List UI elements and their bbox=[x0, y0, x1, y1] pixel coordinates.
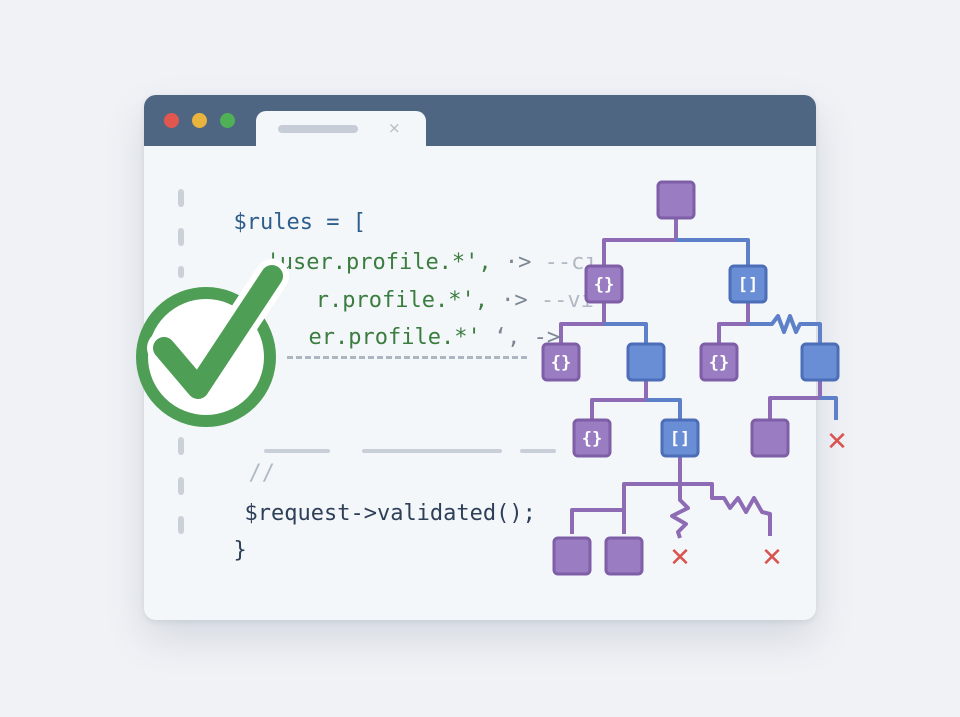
tree-node-array bbox=[728, 264, 768, 304]
code-rule-key: r.profile.*', bbox=[315, 288, 488, 313]
dotted-separator bbox=[287, 356, 527, 359]
tree-edge bbox=[570, 484, 626, 534]
array-node-label: [] bbox=[670, 429, 690, 449]
tree-node-array bbox=[626, 342, 666, 382]
tree-edge bbox=[602, 218, 678, 266]
tree-node-object bbox=[572, 418, 612, 458]
tree-node-leaf bbox=[750, 418, 790, 458]
code-arrow: ·> bbox=[487, 288, 528, 313]
maximize-window-button[interactable] bbox=[220, 113, 235, 128]
gutter-marker bbox=[178, 228, 184, 246]
error-x-icon: ✕ bbox=[761, 543, 783, 573]
tree-edge-broken bbox=[680, 482, 772, 536]
code-line-8: } bbox=[207, 513, 247, 563]
code-line-2: 'user.profile.*', ·> --cı bbox=[240, 225, 598, 275]
editor-tab[interactable]: × bbox=[256, 111, 426, 147]
tree-node-object bbox=[584, 264, 624, 304]
gutter-marker bbox=[178, 266, 184, 278]
tab-title-placeholder bbox=[278, 125, 358, 133]
gutter-marker bbox=[178, 437, 184, 455]
success-check-icon bbox=[136, 259, 289, 427]
code-rule-key: er.profile.*' bbox=[308, 325, 481, 350]
code-closing-brace: } bbox=[233, 538, 247, 563]
code-validated-call: $request->validated(); bbox=[244, 501, 536, 526]
code-line-7: $request->validated(); bbox=[218, 476, 536, 526]
tree-node-array bbox=[800, 342, 840, 382]
array-node-label: [] bbox=[738, 275, 758, 295]
code-rule-key: 'user.profile.*', bbox=[266, 250, 492, 275]
code-comment-marker: // bbox=[248, 461, 276, 486]
error-x-icon: ✕ bbox=[669, 543, 691, 573]
tree-node-object bbox=[699, 342, 739, 382]
code-arrow: ·> bbox=[491, 250, 532, 275]
comment-placeholder bbox=[362, 449, 502, 453]
object-node-label: {} bbox=[709, 353, 729, 373]
tree-edge-broken bbox=[748, 314, 822, 344]
comment-placeholder bbox=[264, 449, 330, 453]
code-rules-declaration: $rules = [ bbox=[233, 210, 366, 235]
code-line-3: 'r.profile.*', ·> --vi bbox=[240, 263, 594, 313]
tree-edge bbox=[820, 396, 838, 420]
object-node-label: {} bbox=[594, 275, 614, 295]
minimize-window-button[interactable] bbox=[192, 113, 207, 128]
title-bar: × bbox=[144, 95, 816, 147]
tree-nodes: {} [] {} {} {} [] bbox=[541, 180, 840, 576]
object-node-label: {} bbox=[551, 353, 571, 373]
tree-node-leaf bbox=[604, 536, 644, 576]
tree-edge bbox=[676, 238, 750, 266]
tree-edge bbox=[717, 302, 750, 344]
tree-edges bbox=[559, 218, 838, 539]
error-x-icon: ✕ bbox=[826, 427, 848, 457]
gutter-marker bbox=[178, 516, 184, 534]
gutter-marker bbox=[178, 477, 184, 495]
tree-node-leaf bbox=[552, 536, 592, 576]
tree-edge bbox=[604, 322, 648, 344]
tree-edge bbox=[559, 302, 606, 344]
comment-placeholder bbox=[520, 449, 556, 453]
tab-close-icon[interactable]: × bbox=[388, 119, 401, 137]
code-line-1: $rules = [ bbox=[207, 185, 366, 235]
gutter-marker bbox=[178, 189, 184, 207]
tree-edge bbox=[768, 380, 822, 420]
tree-node-object bbox=[541, 342, 581, 382]
tree-edge bbox=[622, 456, 682, 534]
object-node-label: {} bbox=[582, 429, 602, 449]
close-window-button[interactable] bbox=[164, 113, 179, 128]
code-line-6: // bbox=[222, 436, 276, 486]
code-line-4: er.profile.*' ‘, -> bbox=[282, 300, 561, 350]
tree-edge-broken bbox=[670, 484, 690, 539]
tree-edge bbox=[590, 380, 648, 420]
tree-node-array bbox=[660, 418, 700, 458]
tree-edge bbox=[646, 398, 682, 420]
tree-node-root bbox=[656, 180, 696, 220]
error-marks: ✕ ✕ ✕ bbox=[669, 427, 848, 573]
